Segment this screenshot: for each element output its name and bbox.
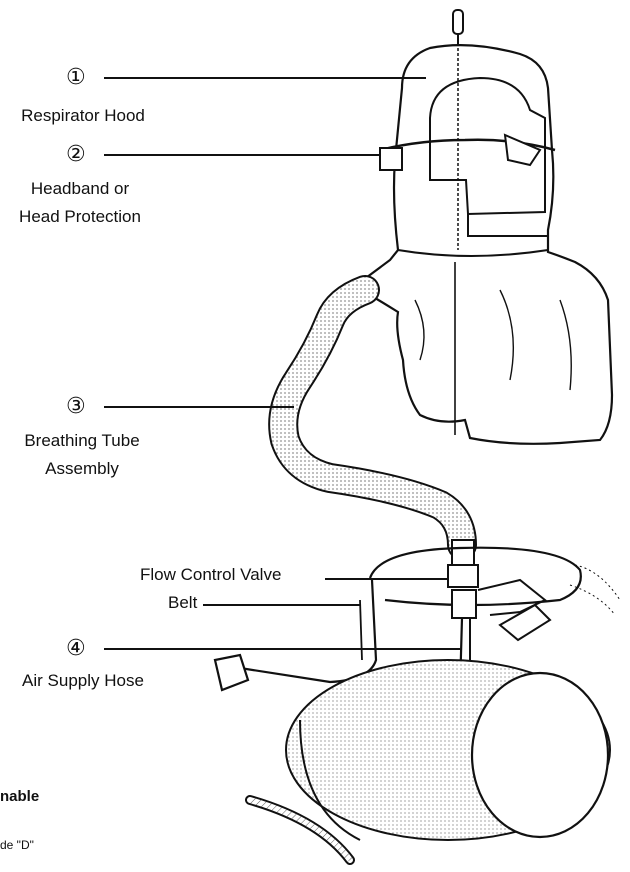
belt-label: Belt	[168, 592, 208, 614]
respirator-hood-label: Respirator Hood	[8, 105, 158, 127]
callout-number-4: ④	[66, 636, 86, 660]
valve-leader-line	[325, 578, 448, 580]
hose-leader-line	[104, 648, 460, 650]
belt-leader-line	[203, 604, 360, 606]
callout-number-3: ③	[66, 394, 86, 418]
headband-label-line-1: Headband or	[0, 178, 160, 200]
air-supply-hose-label: Air Supply Hose	[6, 670, 160, 692]
breathing-tube-label-line-2: Assembly	[0, 458, 164, 480]
hood-top-knob-icon	[453, 10, 463, 48]
breathing-tube-label-line-1: Breathing Tube	[0, 430, 164, 452]
respirator-hood-drawing	[355, 45, 612, 444]
cropped-small-fragment: de "D"	[0, 838, 34, 852]
tube-leader-line	[104, 406, 294, 408]
callout-number-1: ①	[66, 65, 86, 89]
flow-control-valve-label: Flow Control Valve	[140, 564, 320, 586]
headband-leader-line	[104, 154, 380, 156]
hood-leader-line	[104, 77, 426, 79]
cropped-bold-fragment: nable	[0, 788, 39, 805]
headband-label-line-2: Head Protection	[0, 206, 160, 228]
callout-number-2: ②	[66, 142, 86, 166]
air-supply-hose-drawing	[250, 618, 610, 860]
